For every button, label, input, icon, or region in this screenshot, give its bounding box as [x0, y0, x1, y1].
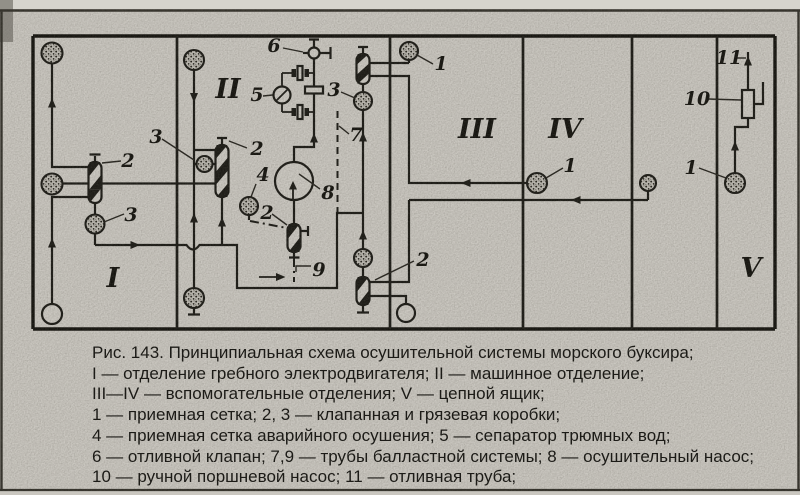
- strainer-icon: [40, 172, 64, 196]
- caption-line: I — отделение гребного электродвигателя;…: [92, 363, 645, 383]
- open-outlet-icon: [40, 302, 64, 326]
- hand-piston-pump-10: [740, 88, 756, 120]
- part-label-11: 11: [716, 47, 742, 69]
- compartment-label-I: I: [106, 263, 121, 294]
- valve-box-B: [214, 143, 230, 199]
- paper-top-strip: [0, 0, 800, 9]
- part-label-1: 1: [563, 155, 576, 177]
- part-label-9: 9: [312, 259, 325, 281]
- part-label-3: 3: [149, 126, 162, 148]
- part-label-2: 2: [120, 150, 134, 172]
- caption-line: III—IV — вспомогательные отделения; V — …: [92, 384, 545, 404]
- strainer-icon: [525, 171, 549, 195]
- mud-box-icon: [84, 213, 106, 235]
- part-label-8: 8: [320, 182, 334, 204]
- compartment-label-II: II: [214, 74, 242, 105]
- part-label-2: 2: [415, 249, 429, 271]
- figure-caption: Рис. 143. Принципиальная схема осушитель…: [92, 343, 792, 488]
- part-label-4: 4: [256, 164, 269, 186]
- part-label-5: 5: [250, 84, 263, 106]
- caption-line: 4 — приемная сетка аварийного осушения; …: [92, 425, 671, 445]
- part-label-6: 6: [267, 35, 280, 57]
- part-label-2: 2: [259, 202, 273, 224]
- strainer-icon: [723, 171, 747, 195]
- caption-line: 6 — отливной клапан; 7,9 — трубы балласт…: [92, 446, 755, 466]
- strainer-icon: [638, 173, 658, 193]
- valve-box-D: [286, 222, 302, 254]
- part-label-10: 10: [684, 88, 710, 110]
- mud-box-icon: [352, 90, 374, 112]
- emergency-strainer-icon: [238, 195, 260, 217]
- strainer-icon: [398, 40, 420, 62]
- caption-line: 10 — ручной поршневой насос; 11 — отливн…: [92, 467, 517, 487]
- open-outlet-icon: [395, 302, 417, 324]
- strainer-icon: [182, 48, 206, 72]
- strainer-icon: [40, 41, 64, 65]
- bilge-pump-8: [273, 160, 315, 202]
- valve-box-A: [87, 160, 103, 205]
- part-label-3: 3: [327, 79, 340, 101]
- strainer-icon: [352, 247, 374, 269]
- part-label-1: 1: [684, 157, 697, 179]
- compartment-label-V: V: [741, 253, 765, 284]
- part-label-2: 2: [249, 138, 263, 160]
- strainer-icon: [182, 286, 206, 310]
- part-label-7: 7: [349, 124, 362, 146]
- compartment-label-III: III: [457, 114, 497, 145]
- valve-box-E: [355, 275, 371, 307]
- compartment-label-IV: IV: [547, 114, 585, 145]
- valve-box-C: [355, 52, 371, 86]
- caption-line: 1 — приемная сетка; 2, 3 — клапанная и г…: [92, 405, 561, 425]
- part-label-3: 3: [124, 204, 137, 226]
- part-label-1: 1: [434, 53, 447, 75]
- caption-line: Рис. 143. Принципиальная схема осушитель…: [92, 343, 694, 362]
- mud-box-icon: [195, 154, 214, 174]
